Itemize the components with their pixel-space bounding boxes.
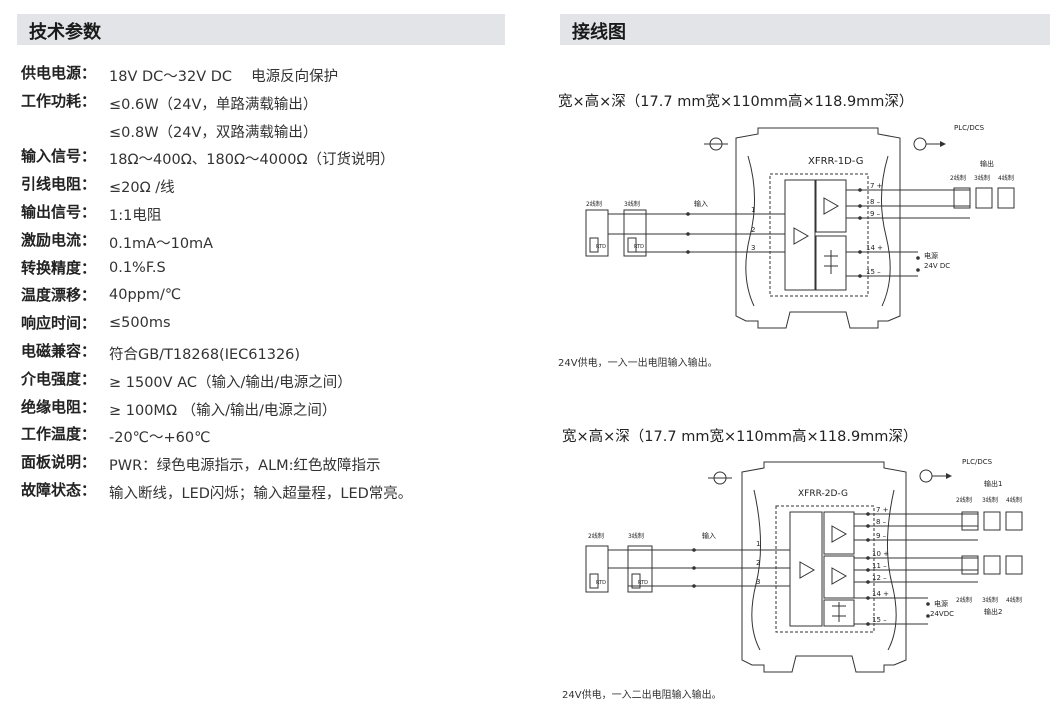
spec-value: ≤0.6W（24V，单路满载输出） bbox=[109, 96, 318, 113]
wire-label: 4线制 bbox=[1006, 496, 1022, 504]
spec-value: 18Ω～400Ω、180Ω～4000Ω（订货说明） bbox=[109, 152, 395, 169]
terminal-label: 14 + bbox=[872, 590, 889, 598]
rtd-label: RTD bbox=[596, 580, 606, 586]
terminal-label: 2 bbox=[756, 559, 760, 567]
terminal-label: 7 + bbox=[870, 182, 883, 190]
spec-label: 绝缘电阻： bbox=[21, 397, 97, 416]
output-label: 输出 bbox=[980, 159, 994, 168]
wire-label: 2线制 bbox=[956, 496, 972, 504]
spec-label: 输入信号： bbox=[21, 147, 97, 166]
wire-label: 3线制 bbox=[628, 532, 644, 540]
direction-arrow-icon bbox=[708, 471, 732, 485]
wire-label: 2线制 bbox=[956, 596, 972, 604]
terminal-label: 8 – bbox=[876, 518, 887, 526]
wire-label: 3线制 bbox=[974, 174, 990, 182]
terminal-label: 8 – bbox=[870, 198, 881, 206]
terminal-label: 1 bbox=[756, 540, 760, 548]
spec-value: -20℃～+60℃ bbox=[109, 430, 211, 447]
power-label: 电源 bbox=[934, 599, 948, 608]
spec-value: 0.1%F.S bbox=[109, 259, 166, 276]
direction-arrow-icon bbox=[704, 137, 728, 151]
section-title: 接线图 bbox=[572, 22, 626, 43]
terminal-label: 9 – bbox=[876, 532, 887, 540]
power-value: 24VDC bbox=[930, 610, 954, 618]
spec-value: ≤500ms bbox=[109, 315, 171, 332]
spec-value: PWR：绿色电源指示，ALM:红色故障指示 bbox=[109, 458, 381, 475]
input-label: 输入 bbox=[694, 199, 708, 208]
spec-value: 18V DC～32V DC 电源反向保护 bbox=[109, 69, 339, 85]
terminal-label: 12 – bbox=[872, 574, 887, 582]
model-label: XFRR-1D-G bbox=[808, 156, 864, 167]
terminal-label: 2 bbox=[751, 226, 755, 234]
terminal-label: 10 + bbox=[872, 550, 889, 558]
diagram-caption: 24V供电，一入一出电阻输入输出。 bbox=[558, 358, 718, 369]
terminal-label: 7 + bbox=[876, 506, 889, 514]
rtd-label: RTD bbox=[638, 580, 648, 586]
terminal-label: 15 – bbox=[866, 268, 881, 276]
spec-value: ≤0.8W（24V，双路满载输出） bbox=[109, 124, 318, 141]
power-value: 24V DC bbox=[924, 262, 950, 270]
terminal-label: 14 + bbox=[866, 244, 883, 252]
plc-label: PLC/DCS bbox=[962, 458, 993, 466]
spec-value: ≤20Ω /线 bbox=[109, 180, 175, 197]
direction-arrow-icon bbox=[913, 137, 946, 151]
spec-value: 0.1mA～10mA bbox=[109, 235, 214, 252]
wire-label: 2线制 bbox=[588, 532, 604, 540]
terminal-label: 3 bbox=[751, 244, 755, 252]
terminal-label: 15 – bbox=[872, 616, 887, 624]
dimensions-text: 宽×高×深（17.7 mm宽×110mm高×118.9mm深） bbox=[562, 429, 918, 445]
rtd-label: RTD bbox=[634, 244, 644, 250]
spec-label: 工作温度： bbox=[21, 425, 97, 444]
section-header-specs: 技术参数 bbox=[17, 14, 505, 45]
section-title: 技术参数 bbox=[29, 22, 101, 43]
direction-arrow-icon bbox=[919, 469, 952, 483]
wire-label: 2线制 bbox=[950, 174, 966, 182]
spec-label: 面板说明： bbox=[21, 453, 97, 472]
spec-label: 工作功耗： bbox=[21, 91, 97, 110]
wire-label: 3线制 bbox=[624, 200, 640, 208]
spec-label: 供电电源： bbox=[21, 64, 97, 82]
spec-label: 温度漂移： bbox=[21, 286, 97, 305]
spec-label: 电磁兼容： bbox=[21, 342, 97, 360]
wire-label: 2线制 bbox=[586, 200, 602, 208]
terminal-label: 11 – bbox=[872, 562, 887, 570]
output-label: 输出1 bbox=[984, 479, 1002, 488]
spec-label: 输出信号： bbox=[21, 203, 97, 221]
spec-value: 40ppm/℃ bbox=[109, 287, 182, 304]
diagram-caption: 24V供电，一入二出电阻输入输出。 bbox=[562, 690, 722, 701]
terminal-label: 9 – bbox=[870, 210, 881, 218]
wire-label: 4线制 bbox=[1006, 596, 1022, 604]
spec-label: 故障状态： bbox=[21, 481, 97, 499]
spec-label: 激励电流： bbox=[21, 230, 97, 249]
spec-value: 输入断线，LED闪烁；输入超量程，LED常亮。 bbox=[109, 486, 413, 502]
power-label: 电源 bbox=[924, 251, 938, 260]
section-header-wiring: 接线图 bbox=[560, 14, 1050, 45]
input-label: 输入 bbox=[702, 531, 716, 540]
spec-value: 符合GB/T18268(IEC61326) bbox=[109, 347, 301, 363]
wiring-diagram-2: XFRR-2D-G PLC/DCS 输出1 输出2 输入 2线制 3线制 2线制… bbox=[585, 458, 1023, 673]
plc-label: PLC/DCS bbox=[954, 124, 985, 132]
wire-label: 3线制 bbox=[982, 596, 998, 604]
output-label: 输出2 bbox=[984, 607, 1002, 616]
model-label: XFRR-2D-G bbox=[798, 489, 848, 499]
spec-value: ≥ 100MΩ （输入/输出/电源之间） bbox=[109, 402, 337, 419]
dimensions-text: 宽×高×深（17.7 mm宽×110mm高×118.9mm深） bbox=[558, 94, 914, 110]
spec-label: 引线电阻： bbox=[21, 175, 97, 194]
spec-value: 1:1电阻 bbox=[109, 208, 162, 224]
rtd-label: RTD bbox=[596, 244, 606, 250]
wire-label: 3线制 bbox=[982, 496, 998, 504]
wiring-diagram-1: XFRR-1D-G PLC/DCS 输出 输入 2线制 3线制 2线制 3线制 … bbox=[585, 124, 1015, 329]
terminal-label: 3 bbox=[756, 578, 760, 586]
spec-label: 响应时间： bbox=[21, 314, 97, 333]
spec-label: 介电强度： bbox=[21, 369, 97, 388]
wire-label: 4线制 bbox=[998, 174, 1014, 182]
spec-label: 转换精度： bbox=[21, 258, 97, 277]
terminal-label: 1 bbox=[751, 206, 755, 214]
spec-value: ≥ 1500V AC（输入/输出/电源之间） bbox=[109, 374, 352, 391]
